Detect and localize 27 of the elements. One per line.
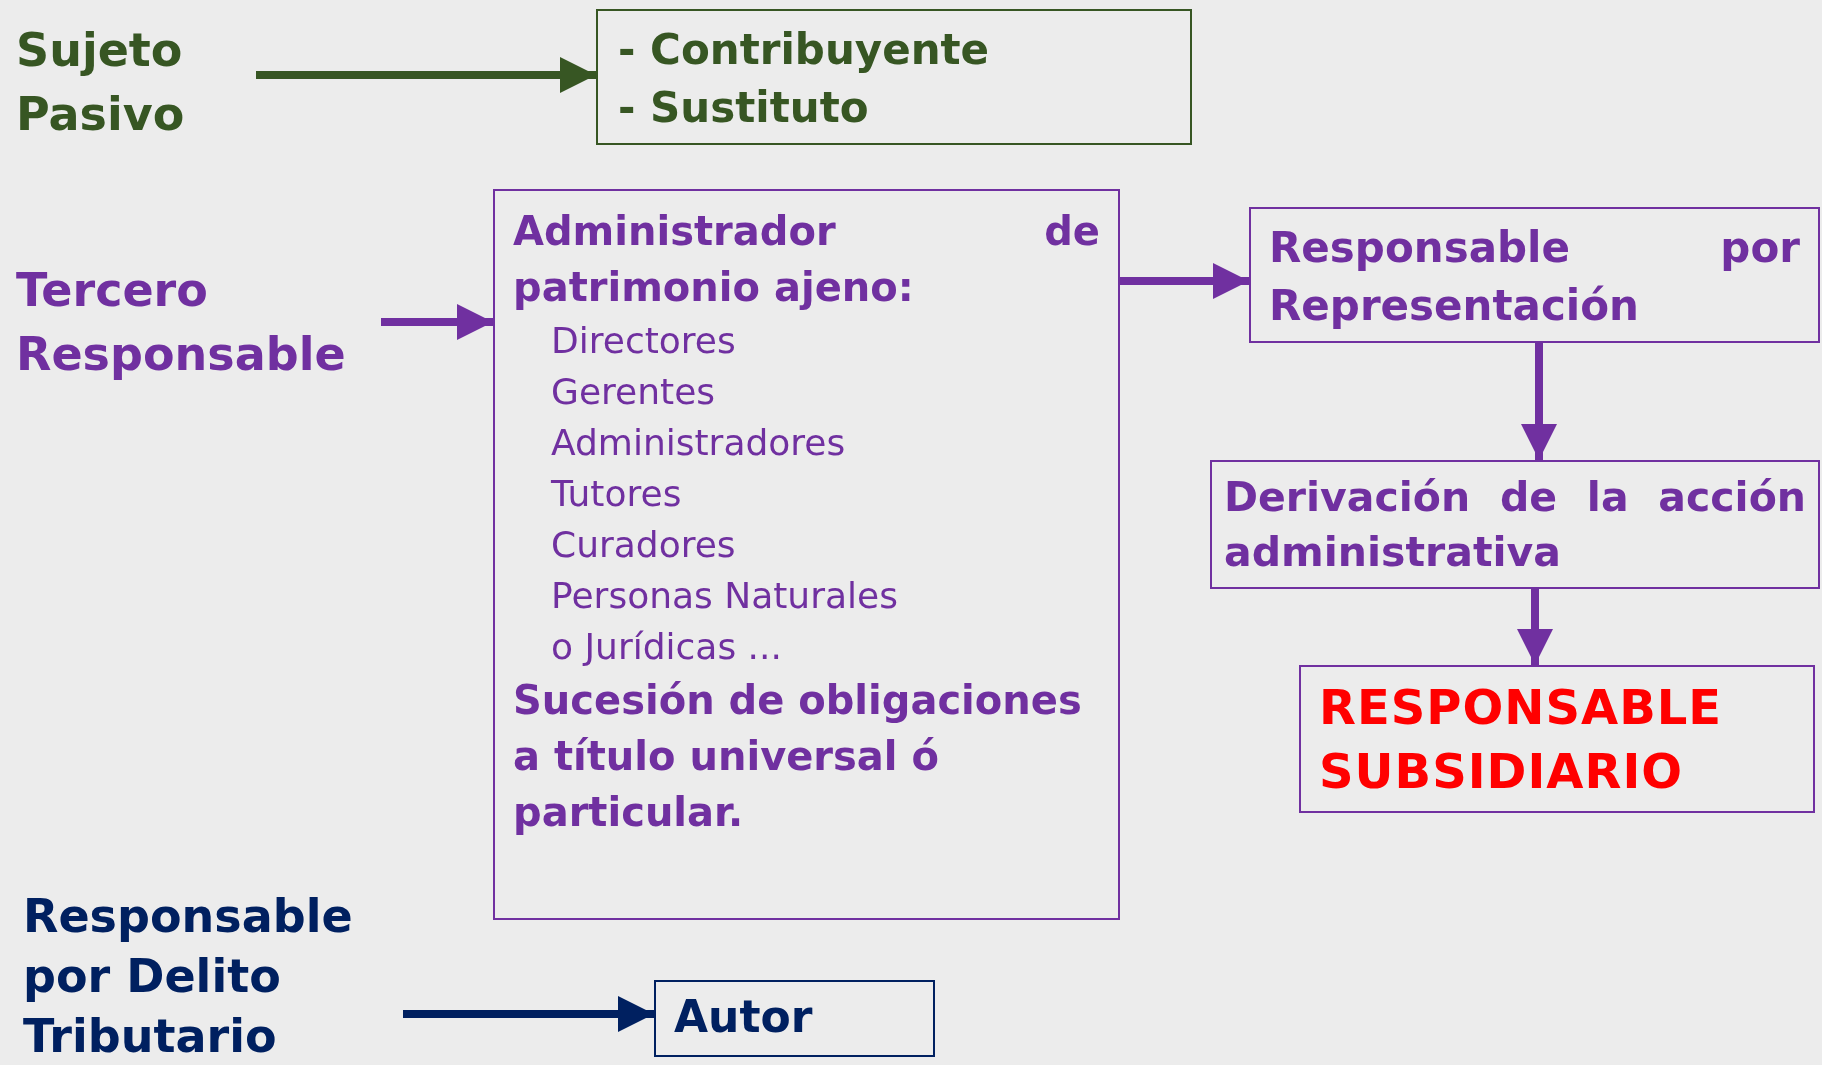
arrow — [1521, 343, 1557, 460]
arrow — [1120, 263, 1249, 299]
list-item: - Sustituto — [618, 82, 870, 134]
node-text: RESPONSABLE SUBSIDIARIO — [1319, 678, 1724, 801]
process-box — [1210, 460, 1820, 589]
section-heading: Sucesión de obligaciones a título universal ó particular. — [513, 676, 1083, 837]
list-item: Directores — [550, 319, 737, 363]
list-box — [596, 9, 1192, 145]
list-item: Gerentes — [550, 370, 717, 414]
list-item: Administradores — [550, 421, 847, 465]
arrow — [1517, 589, 1553, 665]
node-text: Tercero Responsable — [16, 262, 347, 383]
process-box — [1249, 207, 1820, 343]
list-item: Personas Naturales — [550, 574, 899, 618]
list-item: Tutores — [550, 472, 683, 516]
node-text: Responsable por Delito Tributario — [23, 888, 354, 1065]
node-text: Responsable por Representación — [1269, 222, 1800, 332]
content-box — [493, 189, 1120, 920]
list-item: Curadores — [550, 523, 737, 567]
result-box — [654, 980, 935, 1057]
node-text: Sujeto Pasivo — [16, 22, 186, 143]
list-item: - Contribuyente — [618, 24, 991, 76]
node-text: Autor — [674, 990, 814, 1044]
result-box — [1299, 665, 1815, 813]
node-text: Derivación de la acción administrativa — [1224, 472, 1806, 578]
list-item: o Jurídicas ... — [550, 625, 783, 669]
section-heading: Administrador de patrimonio ajeno: — [513, 207, 1100, 312]
